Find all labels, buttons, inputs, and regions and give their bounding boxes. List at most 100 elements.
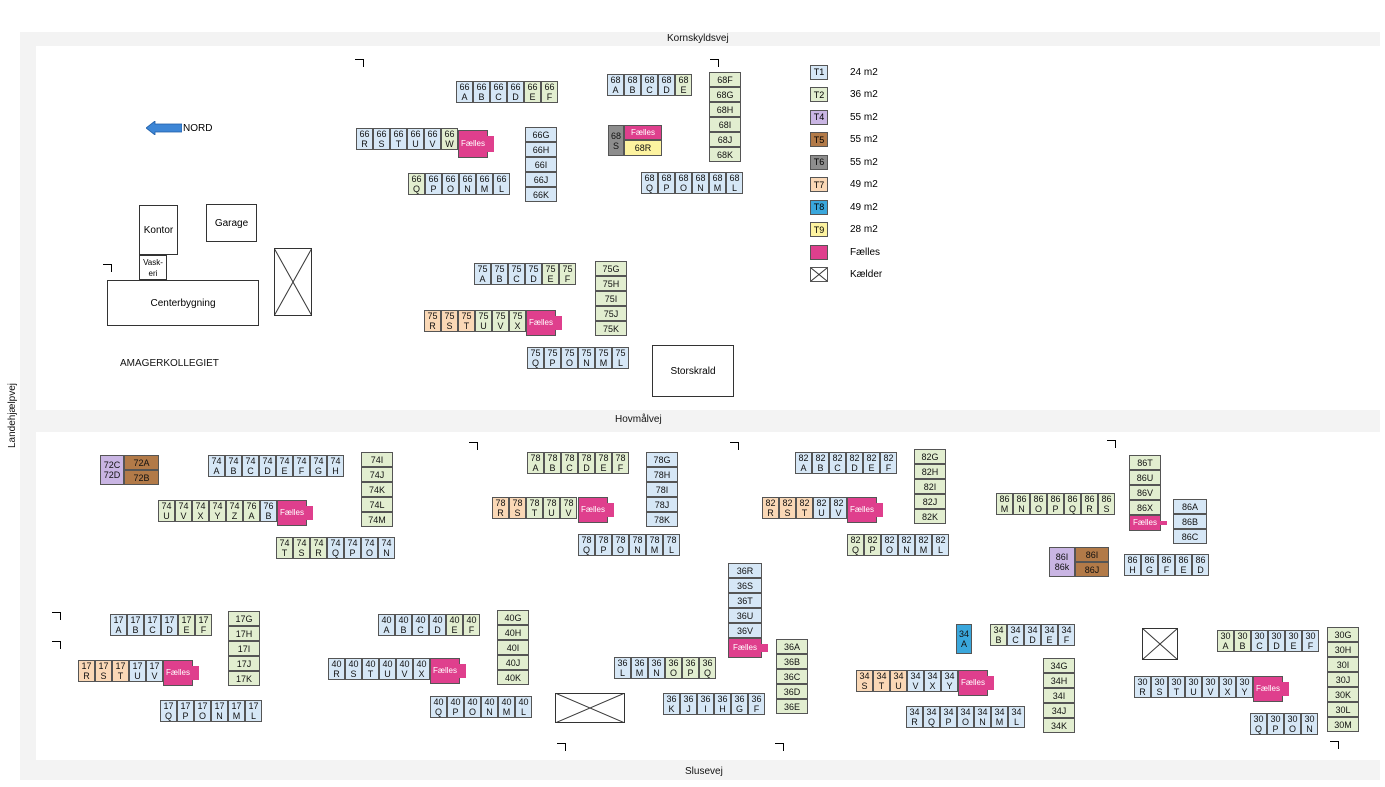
unit-17T: 17 T [112,660,129,682]
faelles-tab [555,316,562,330]
legend-item: Fælles [810,244,880,260]
unit-17G: 17G [228,611,260,626]
unit-30R: 30 R [1134,676,1151,698]
unit-30M: 30M [1327,717,1359,732]
unit-74K: 74K [361,482,393,497]
unit-30S: 30 S [1151,676,1168,698]
unit-66A: 66 A [456,81,473,103]
legend-label: 28 m2 [850,224,878,235]
unit-17J: 17J [228,656,260,671]
unit-36P: 36 P [682,657,699,679]
unit-30V: 30 V [1202,676,1219,698]
unit-86B: 86B [1173,514,1207,529]
unit-66Q: 66 Q [408,173,425,195]
faelles-tab [1160,521,1167,525]
legend-label: 49 m2 [850,179,878,190]
unit-68G: 68G [709,87,741,102]
unit-17O: 17 O [194,700,211,722]
unit-82H: 82H [914,464,946,479]
unit-75U: 75 U [475,310,492,332]
legend-item: Kælder [810,267,882,283]
unit-75E: 75 E [542,263,559,285]
unit-66I: 66I [525,157,557,172]
unit-34Q: 34 Q [923,706,940,728]
unit-40P: 40 P [447,696,464,718]
faelles-unit: Fælles [458,130,488,158]
unit-86Ik: 86I 86k [1049,547,1075,577]
unit-78I: 78I [646,482,678,497]
unit-86P: 86 P [1047,493,1064,515]
unit-68C: 68 C [641,74,658,96]
legend-label: 36 m2 [850,89,878,100]
legend-label: 55 m2 [850,111,878,123]
arrow-left-icon [146,121,182,135]
unit-17N: 17 N [211,700,228,722]
unit-86C: 86C [1173,529,1207,544]
unit-34M: 34 M [991,706,1008,728]
faelles-unit: Fælles [1129,515,1161,531]
unit-68K: 68K [709,147,741,162]
unit-74Y: 74 Y [209,500,226,522]
legend-label: 55 m2 [850,134,878,145]
unit-74V: 74 V [175,500,192,522]
unit-82T: 82 T [796,497,813,519]
unit-34V: 34 V [907,670,924,692]
garage-building: Garage [206,204,257,242]
unit-78F: 78 F [612,452,629,474]
unit-75H: 75H [595,276,627,291]
corner-mark [1107,440,1116,448]
corner-mark [103,264,112,272]
unit-78R: 78 R [492,497,509,519]
unit-86U: 86U [1129,470,1161,485]
unit-17A: 17 A [110,614,127,636]
unit-40B: 40 B [395,614,412,636]
unit-82G: 82G [914,449,946,464]
unit-74X: 74 X [192,500,209,522]
faelles-unit: Fælles [624,125,662,140]
unit-82N: 82 N [898,534,915,556]
unit-17I: 17I [228,641,260,656]
unit-68J: 68J [709,132,741,147]
unit-74E: 74 E [276,455,293,477]
unit-40E: 40 E [446,614,463,636]
unit-86Q: 86 Q [1064,493,1081,515]
street-left: Landehjælpvej [7,382,19,449]
unit-82L: 82 L [932,534,949,556]
unit-78G: 78G [646,452,678,467]
unit-17S: 17 S [95,660,112,682]
unit-36C: 36C [776,669,808,684]
unit-30U: 30 U [1185,676,1202,698]
unit-78N: 78 N [629,534,646,556]
unit-78L: 78 L [663,534,680,556]
unit-40D: 40 D [429,614,446,636]
waste-label: Storskrald [670,365,716,377]
office-building: Kontor [139,205,178,255]
unit-82P: 82 P [864,534,881,556]
unit-36J: 36 J [680,693,697,715]
unit-36T: 36T [728,593,762,608]
unit-34T: 34 T [873,670,890,692]
legend-label: Kælder [850,269,883,280]
unit-30K: 30K [1327,687,1359,702]
unit-86G: 86 G [1141,554,1158,576]
legend-swatch: T4 [810,109,828,125]
unit-78A: 78 A [527,452,544,474]
unit-17H: 17H [228,626,260,641]
unit-30L: 30L [1327,702,1359,717]
faelles-tab [487,136,494,152]
unit-40G: 40G [497,610,529,625]
street-bottom: Slusevej [685,766,723,777]
unit-36I: 36 I [697,693,714,715]
faelles-tab [876,503,883,517]
unit-68Q: 68 Q [641,172,658,194]
unit-66F: 66 F [541,81,558,103]
unit-86V: 86V [1129,485,1161,500]
unit-74H: 74 H [327,455,344,477]
waste-building: Storskrald [652,345,734,397]
legend-label: 49 m2 [850,201,878,213]
unit-74M: 74M [361,512,393,527]
unit-78E: 78 E [595,452,612,474]
